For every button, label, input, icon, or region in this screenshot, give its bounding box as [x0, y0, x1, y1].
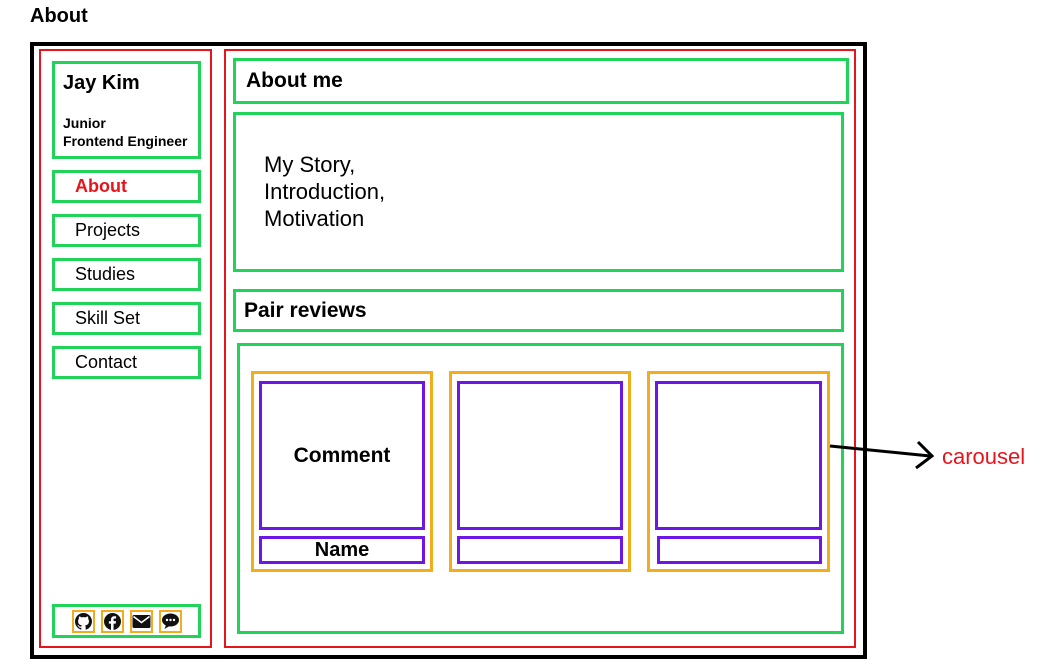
profile-box: Jay Kim Junior Frontend Engineer — [52, 61, 201, 159]
github-icon[interactable] — [71, 609, 95, 633]
nav-item-studies[interactable]: Studies — [52, 258, 201, 291]
story-box: My Story, Introduction, Motivation — [233, 112, 844, 272]
about-me-heading: About me — [233, 58, 849, 104]
carousel-label: carousel — [942, 444, 1026, 469]
review-name — [657, 536, 822, 564]
review-card[interactable] — [449, 371, 631, 572]
review-name: Name — [259, 536, 425, 564]
facebook-icon[interactable] — [100, 609, 124, 633]
page-title: About — [30, 5, 88, 27]
review-comment — [655, 381, 822, 530]
nav-item-skill-set[interactable]: Skill Set — [52, 302, 201, 335]
mail-icon[interactable] — [129, 609, 153, 633]
callout-arrow-icon — [829, 440, 935, 470]
review-card[interactable] — [647, 371, 830, 572]
nav-item-about[interactable]: About — [52, 170, 201, 203]
main-region — [224, 49, 856, 648]
review-comment: Comment — [259, 381, 425, 530]
profile-name: Jay Kim — [63, 72, 140, 94]
page-frame — [30, 42, 867, 659]
nav-item-contact[interactable]: Contact — [52, 346, 201, 379]
pair-reviews-heading: Pair reviews — [233, 289, 844, 332]
nav-item-projects[interactable]: Projects — [52, 214, 201, 247]
story-text: My Story, Introduction, Motivation — [264, 152, 386, 231]
review-comment — [457, 381, 623, 530]
review-name — [457, 536, 623, 564]
profile-role: Junior Frontend Engineer — [63, 115, 188, 149]
social-links-box — [52, 604, 201, 638]
review-card[interactable] — [251, 371, 433, 572]
sidebar-region — [39, 49, 212, 648]
chat-icon[interactable] — [158, 609, 182, 633]
reviews-carousel[interactable] — [237, 343, 844, 634]
